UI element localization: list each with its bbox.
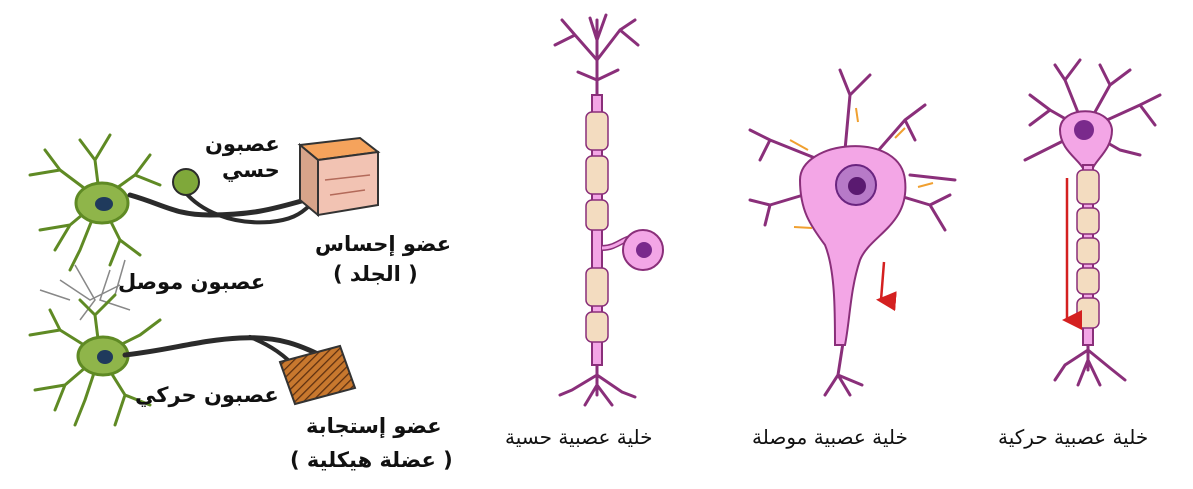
sensory-neuron-label-line1: عصبون (205, 132, 280, 156)
sensory-neuron-figure (555, 15, 663, 405)
motor-neuron-label: عصبون حركي (135, 383, 279, 407)
effector-label: عضو إستجابة (306, 414, 442, 438)
sense-organ-label: عضو إحساس (315, 232, 451, 256)
sensory-cell-caption: خلية عصبية حسية (505, 425, 653, 449)
interneuron-figure (750, 70, 955, 395)
motor-cell-caption: خلية عصبية حركية (998, 425, 1148, 449)
impulse-arrow (881, 262, 884, 300)
interneuron-branches (40, 260, 130, 320)
sensory-axon (130, 192, 310, 222)
sensory-ganglion (173, 169, 199, 195)
sensory-neuron-label-line2: حسي (222, 158, 280, 182)
skin-block-icon (300, 138, 378, 215)
inter-cell-caption: خلية عصبية موصلة (752, 425, 908, 449)
motor-neuron-figure (1025, 60, 1160, 385)
effector-example: ( عضلة هيكلية ) (290, 448, 453, 472)
sense-organ-example: ( الجلد ) (333, 262, 418, 286)
interneuron-label: عصبون موصل (118, 270, 265, 294)
muscle-block-icon (280, 346, 355, 404)
upper-green-neuron (30, 135, 160, 270)
